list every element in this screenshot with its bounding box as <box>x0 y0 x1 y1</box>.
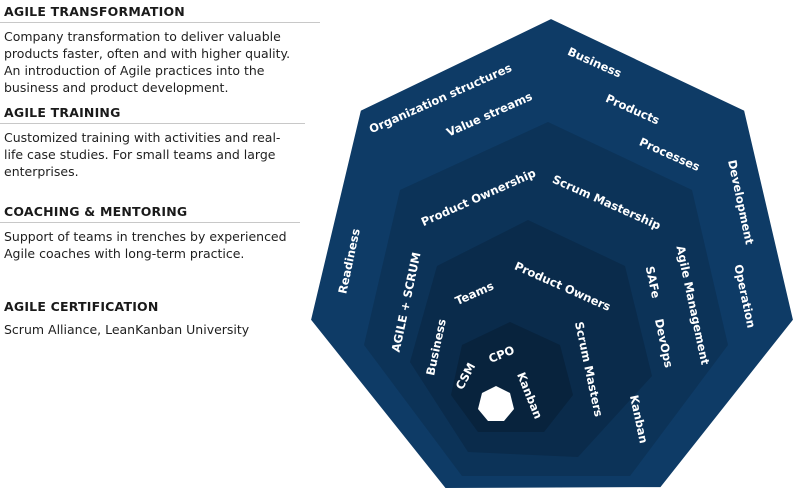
description-line: enterprises. <box>4 164 79 179</box>
service-description: Company transformation to deliver valuab… <box>4 28 304 96</box>
description-line: Scrum Alliance, LeanKanban University <box>4 322 250 337</box>
description-line: products faster, often and with higher q… <box>4 46 291 61</box>
divider <box>0 22 320 23</box>
service-title: AGILE TRANSFORMATION <box>4 4 185 19</box>
service-title: AGILE CERTIFICATION <box>4 299 159 314</box>
service-title: AGILE TRAINING <box>4 105 121 120</box>
label-safe: SAFe <box>643 265 663 300</box>
description-line: Customized training with activities and … <box>4 130 281 145</box>
service-description: Support of teams in trenches by experien… <box>4 228 304 262</box>
description-line: Company transformation to deliver valuab… <box>4 29 281 44</box>
description-line: An introduction of Agile practices into … <box>4 63 265 78</box>
services-list: AGILE TRANSFORMATION Company transformat… <box>0 0 330 499</box>
service-title: COACHING & MENTORING <box>4 204 188 219</box>
description-line: Agile coaches with long-term practice. <box>4 246 245 261</box>
divider <box>0 123 305 124</box>
divider <box>0 222 300 223</box>
description-line: Support of teams in trenches by experien… <box>4 229 287 244</box>
service-description: Scrum Alliance, LeanKanban University <box>4 321 304 338</box>
description-line: business and product development. <box>4 80 229 95</box>
service-description: Customized training with activities and … <box>4 129 304 180</box>
description-line: life case studies. For small teams and l… <box>4 147 276 162</box>
center-heptagon <box>478 386 514 421</box>
